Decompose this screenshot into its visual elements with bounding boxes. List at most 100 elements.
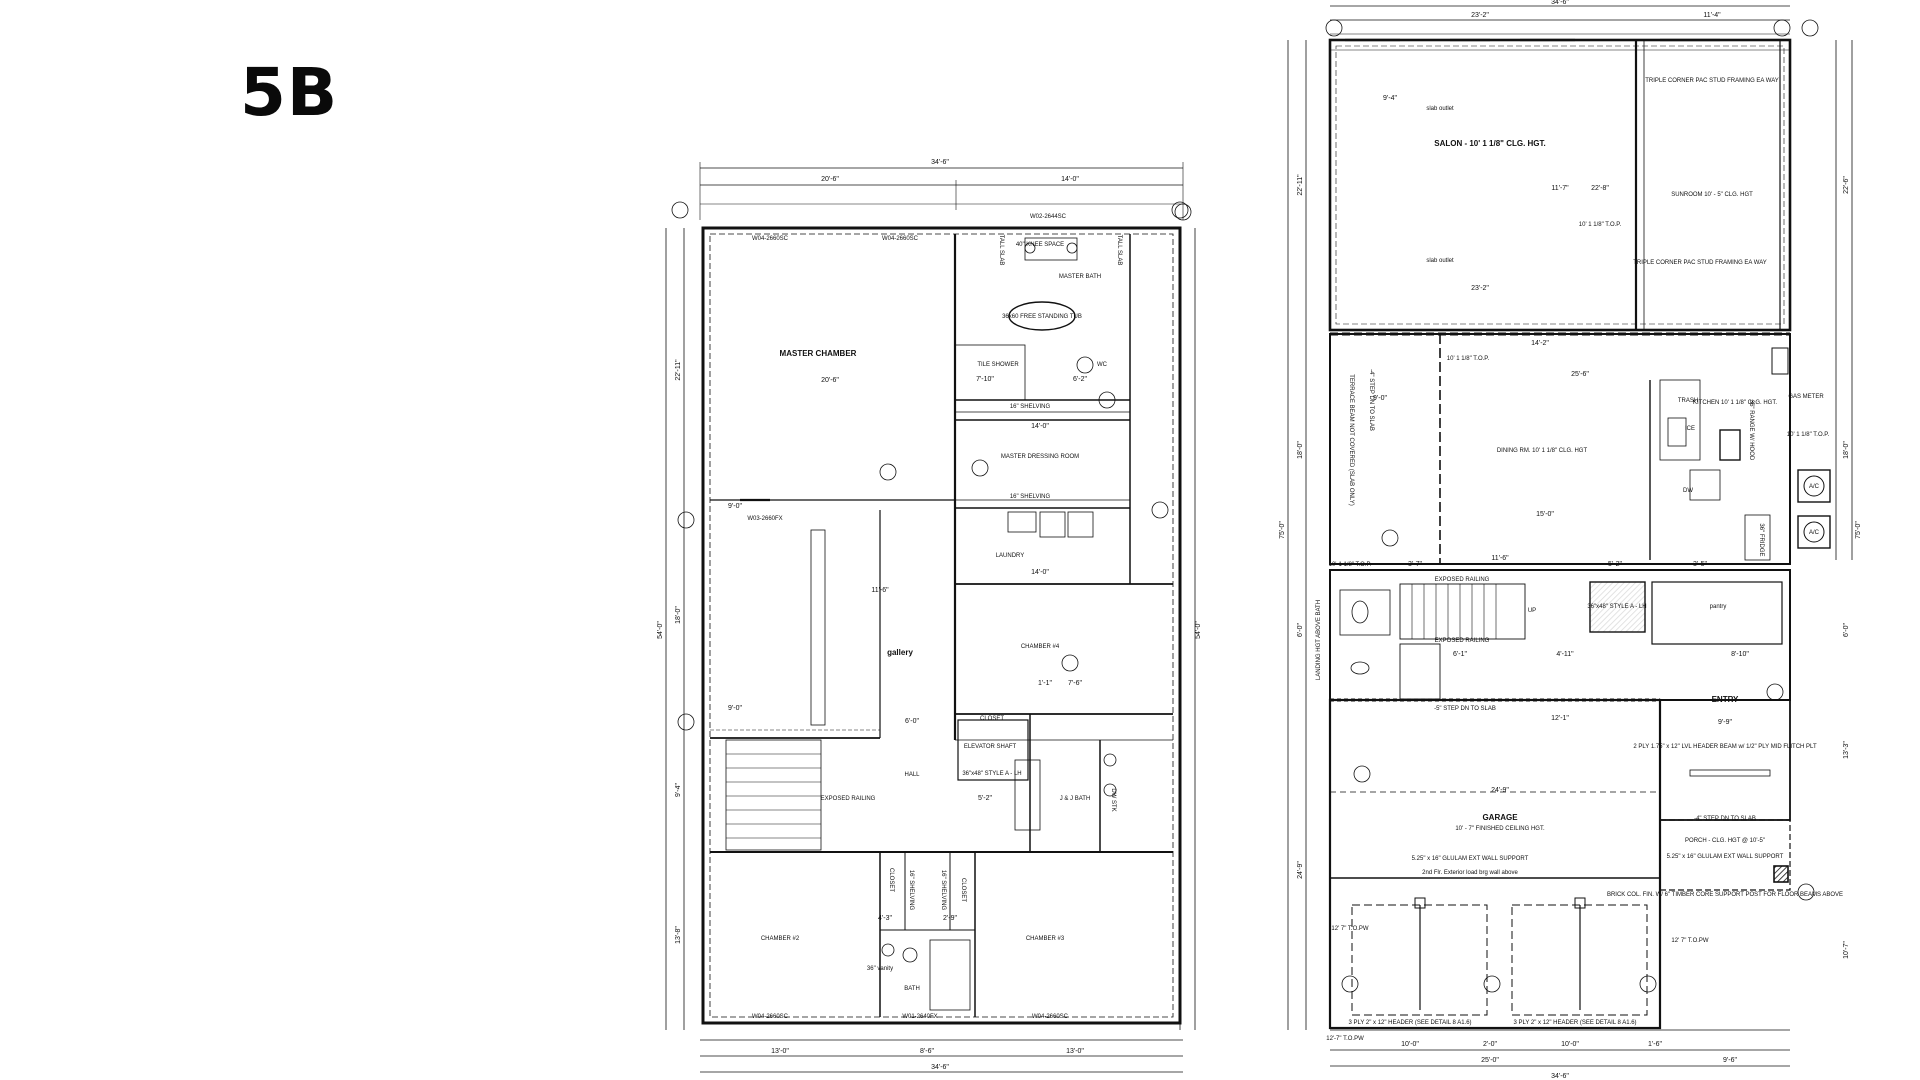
f1-overall-width: 34'-6" xyxy=(1551,0,1569,6)
room-chamber-2: CHAMBER #2 xyxy=(761,936,800,942)
first-floor-plan xyxy=(1287,5,1853,1067)
room-gallery: gallery xyxy=(887,648,913,657)
note-terrace-beam: TERRACE BEAM NOT COVERED (SLAB ONLY) xyxy=(1348,374,1354,505)
f1-inner-dim-12: 9'-9" xyxy=(1718,719,1732,726)
f2-inner-dim-3: 14'-0" xyxy=(1031,569,1049,576)
room-master-chamber: MASTER CHAMBER xyxy=(780,349,857,358)
f2-bottom-dim-1: 13'-0" xyxy=(771,1048,789,1055)
f1-left-dim-4: 24'-9" xyxy=(1297,861,1304,879)
f2-inner-dim-5: 9'-0" xyxy=(728,503,742,510)
note-top-3: 10' 1 1/8" T.O.P. xyxy=(1787,432,1830,438)
tall-slab-1: TALL SLAB xyxy=(998,235,1004,266)
f1-overall-depth-right: 75'-0" xyxy=(1855,521,1862,539)
window-2f-fx: W03-2660FX xyxy=(747,516,782,522)
f2-overall-width: 34'-6" xyxy=(931,159,949,166)
note-load-brg: 2nd Flr. Exterior load brg wall above xyxy=(1422,870,1518,876)
ice: ICE xyxy=(1685,426,1695,432)
f2-inner-dim-6: 9'-0" xyxy=(728,705,742,712)
f1-bottom-dim-5: 9'-6" xyxy=(1723,1057,1737,1064)
note-triple-corner-1: TRIPLE CORNER PAC STUD FRAMING EA WAY xyxy=(1645,78,1779,84)
second-floor-labels: 34'-6" 20'-6" 14'-0" 34'-6" 13'-0" 8'-6"… xyxy=(657,159,1202,1071)
f1-inner-dim-3: 22'-8" xyxy=(1591,185,1609,192)
room-entry: ENTRY xyxy=(1712,695,1739,704)
f1-inner-dim-6: 25'-6" xyxy=(1571,371,1589,378)
f2-left-dim-3: 9'-4" xyxy=(675,783,682,797)
window-2f-3: W04-2660SC xyxy=(752,1014,789,1020)
note-glulam-2: 5.25" x 16" GLULAM EXT WALL SUPPORT xyxy=(1667,854,1784,860)
f2-inner-dim-9: 6'-2" xyxy=(1073,376,1087,383)
f2-top-dim-1: 20'-6" xyxy=(821,176,839,183)
f1-top-dim-1: 23'-2" xyxy=(1471,12,1489,19)
f2-inner-dim-11: 5'-2" xyxy=(978,795,992,802)
f2-inner-dim-13: 2'-9" xyxy=(943,915,957,922)
room-laundry: LAUNDRY xyxy=(996,553,1025,559)
f2-left-dim-2: 18'-0" xyxy=(675,606,682,624)
f1-inner-dim-14: 6'-1" xyxy=(1453,651,1467,658)
f1-right-dim-1: 22'-6" xyxy=(1843,176,1850,194)
window-2f-1: W04-2660SC xyxy=(752,236,789,242)
vanity-36: 36" vanity xyxy=(867,966,893,972)
f1-left-dim-2: 18'-0" xyxy=(1297,441,1304,459)
elevator-style: 36"x48" STYLE A - LH xyxy=(962,771,1021,777)
closet-2: CLOSET xyxy=(888,868,894,892)
ac-2: A/C xyxy=(1809,530,1820,536)
note-top-1: 10' 1 1/8" T.O.P. xyxy=(1579,222,1622,228)
note-topw-1: 12' 7" T.O.PW xyxy=(1331,926,1369,932)
range-hood: 36" RANGE W/ HOOD xyxy=(1748,400,1754,461)
step-dn-porch: -4" STEP DN TO SLAB xyxy=(1694,816,1756,822)
wc: WC xyxy=(1097,362,1108,368)
note-topw-3: 12'-7" T.O.PW xyxy=(1326,1036,1364,1042)
f2-inner-dim-14: 1'-1" xyxy=(1038,680,1052,687)
slab-outlet-2: slab outlet xyxy=(1426,258,1454,264)
note-glulam-1: 5.25" x 16" GLULAM EXT WALL SUPPORT xyxy=(1412,856,1529,862)
f1-inner-dim-16: 3'-7" xyxy=(1408,561,1422,568)
f2-inner-dim-10: 7'-6" xyxy=(1068,680,1082,687)
f1-inner-dim-13: 8'-10" xyxy=(1731,651,1749,658)
f1-inner-dim-1: 9'-4" xyxy=(1383,95,1397,102)
shelving-closet-2: 16" SHELVING xyxy=(908,870,914,911)
f1-inner-dim-15: 4'-11" xyxy=(1556,651,1574,658)
f1-right-dim-3: 6'-0" xyxy=(1843,623,1850,637)
pantry: pantry xyxy=(1710,604,1727,610)
f1-inner-dim-7: 9'-0" xyxy=(1373,395,1387,402)
f1-bottom-total: 25'-0" xyxy=(1481,1057,1499,1064)
note-brick-col: BRICK COL. FIN. W/ 6" TIMBER CORE SUPPOR… xyxy=(1607,892,1843,898)
elevator-shaft: ELEVATOR SHAFT xyxy=(964,744,1017,750)
f2-inner-dim-12: 4'-3" xyxy=(878,915,892,922)
f2-overall-depth-right: 54'-0" xyxy=(1195,621,1202,639)
room-master-bath: MASTER BATH xyxy=(1059,274,1101,280)
f1-bottom-dim-3: 10'-0" xyxy=(1561,1041,1579,1048)
f1-bottom-dim-2: 2'-0" xyxy=(1483,1041,1497,1048)
gas-meter: GAS METER xyxy=(1788,394,1824,400)
note-lvl-header: 2 PLY 1.75" x 12" LVL HEADER BEAM w/ 1/2… xyxy=(1633,744,1817,750)
f1-inner-dim-17: 5'-2" xyxy=(1608,561,1622,568)
note-top-2: 10' 1 1/8" T.O.P. xyxy=(1447,356,1490,362)
room-hall: HALL xyxy=(904,772,920,778)
closet-4: CLOSET xyxy=(980,716,1004,722)
f1-overall-width-bottom: 34'-6" xyxy=(1551,1073,1569,1080)
room-master-dressing: MASTER DRESSING ROOM xyxy=(1001,454,1079,460)
f2-inner-dim-8: 7'-10" xyxy=(976,376,994,383)
knee-space: 40" KNEE SPACE xyxy=(1016,242,1064,248)
note-header-2: 3 PLY 2" x 12" HEADER (SEE DETAIL 8 A1.6… xyxy=(1513,1020,1636,1026)
tall-slab-2: TALL SLAB xyxy=(1116,235,1122,266)
slab-outlet-1: slab outlet xyxy=(1426,106,1454,112)
note-triple-corner-2: TRIPLE CORNER PAC STUD FRAMING EA WAY xyxy=(1633,260,1767,266)
exposed-railing-2f: EXPOSED RAILING xyxy=(821,796,876,802)
window-2f-2: W04-2660SC xyxy=(882,236,919,242)
f2-inner-dim-1: 20'-6" xyxy=(821,377,839,384)
f1-inner-dim-11: 12'-1" xyxy=(1551,715,1569,722)
ac-1: A/C xyxy=(1809,484,1820,490)
garage-ceiling: 10' - 7" FINISHED CEILING HGT. xyxy=(1455,826,1545,832)
closet-3: CLOSET xyxy=(960,878,966,902)
f1-bottom-dim-1: 10'-0" xyxy=(1401,1041,1419,1048)
f1-inner-dim-10: 24'-9" xyxy=(1491,787,1509,794)
note-top-4: 10'-1 1/8" T.O.P. xyxy=(1329,562,1372,568)
exposed-railing-a: EXPOSED RAILING xyxy=(1435,577,1490,583)
f2-left-dim-1: 22'-11" xyxy=(675,359,682,381)
note-header-1: 3 PLY 2" x 12" HEADER (SEE DETAIL 8 A1.6… xyxy=(1348,1020,1471,1026)
room-chamber-4: CHAMBER #4 xyxy=(1021,644,1060,650)
f1-inner-dim-2: 11'-7" xyxy=(1551,185,1569,192)
step-dn-terrace: -4" STEP DN TO SLAB xyxy=(1368,369,1374,431)
